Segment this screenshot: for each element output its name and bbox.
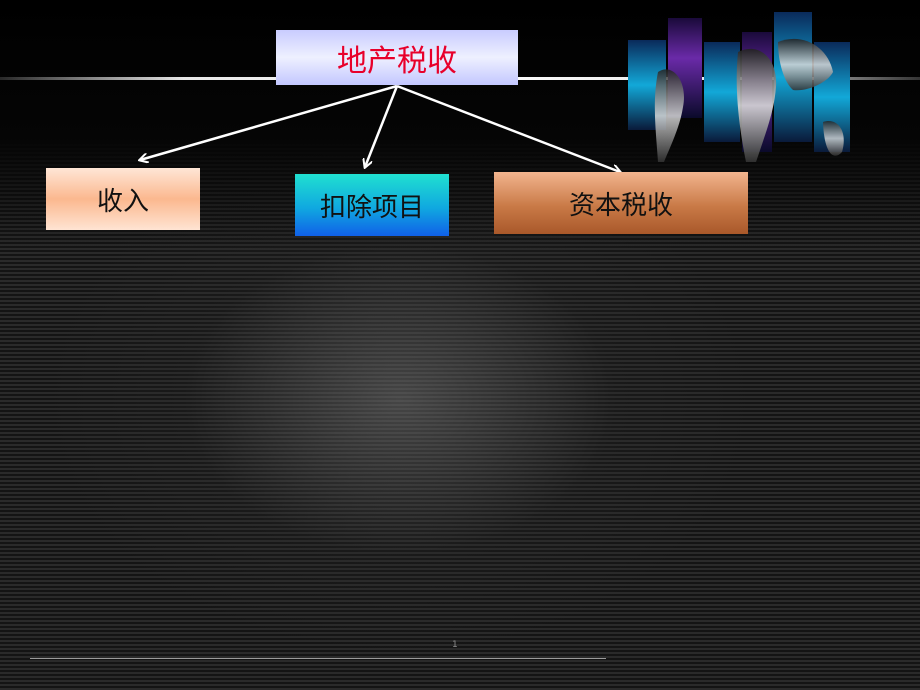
child-node-income: 收入 <box>46 168 200 230</box>
arrow-to-capital-tax <box>396 84 620 172</box>
root-node-real-estate-tax: 地产税收 <box>276 30 518 85</box>
arrow-to-deduction <box>365 85 399 167</box>
root-node-label: 地产税收 <box>337 43 457 79</box>
arrow-to-income <box>140 84 398 160</box>
child-node-capital-tax-label: 资本税收 <box>568 190 673 221</box>
child-node-deduction: 扣除项目 <box>295 174 449 236</box>
child-node-capital-tax: 资本税收 <box>494 172 748 234</box>
page-number: 1 <box>452 640 458 650</box>
connector-arrows <box>0 84 920 300</box>
child-node-income-label: 收入 <box>96 186 149 217</box>
child-node-deduction-label: 扣除项目 <box>319 192 424 223</box>
world-globe-image <box>628 12 850 162</box>
footer-divider <box>30 658 606 659</box>
